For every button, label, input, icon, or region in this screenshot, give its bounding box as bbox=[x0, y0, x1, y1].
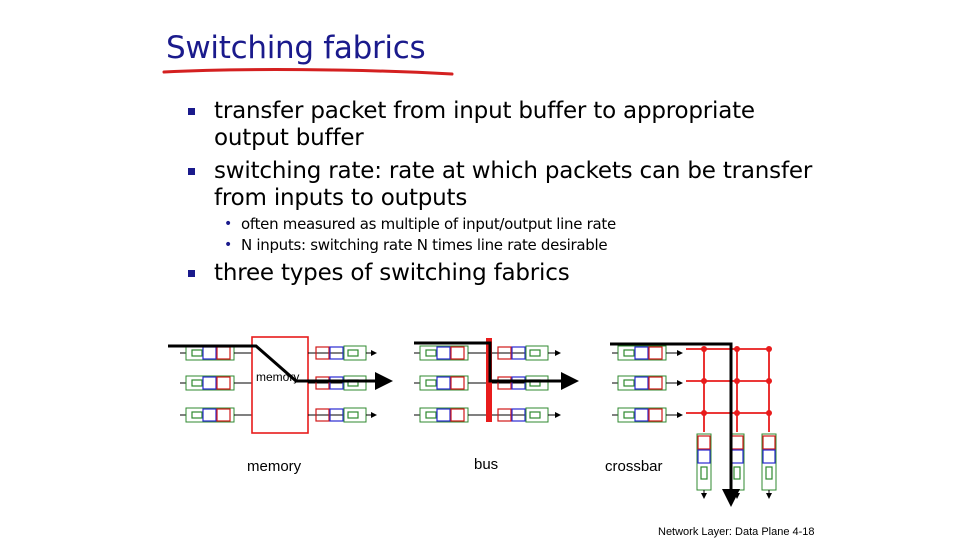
slide-title: Switching fabrics bbox=[166, 30, 426, 66]
bullet-list: transfer packet from input buffer to app… bbox=[186, 98, 826, 293]
memory-label: memory bbox=[247, 458, 302, 475]
bus-label: bus bbox=[474, 456, 498, 473]
bullet-item: three types of switching fabrics bbox=[186, 260, 826, 287]
bullet-item: switching rate: rate at which packets ca… bbox=[186, 158, 826, 212]
bullet-item: transfer packet from input buffer to app… bbox=[186, 98, 826, 152]
title-underline bbox=[162, 68, 454, 76]
memory-fabric: memory bbox=[168, 336, 393, 434]
sub-bullet-item: often measured as multiple of input/outp… bbox=[186, 214, 826, 235]
slide-footer: Network Layer: Data Plane 4-18 bbox=[658, 526, 815, 538]
crossbar-label: crossbar bbox=[605, 458, 663, 475]
bus-fabric bbox=[413, 338, 579, 423]
sub-bullet-item: N inputs: switching rate N times line ra… bbox=[186, 235, 826, 256]
sub-bullet-group: often measured as multiple of input/outp… bbox=[186, 214, 826, 256]
crossbar-fabric bbox=[610, 342, 777, 507]
